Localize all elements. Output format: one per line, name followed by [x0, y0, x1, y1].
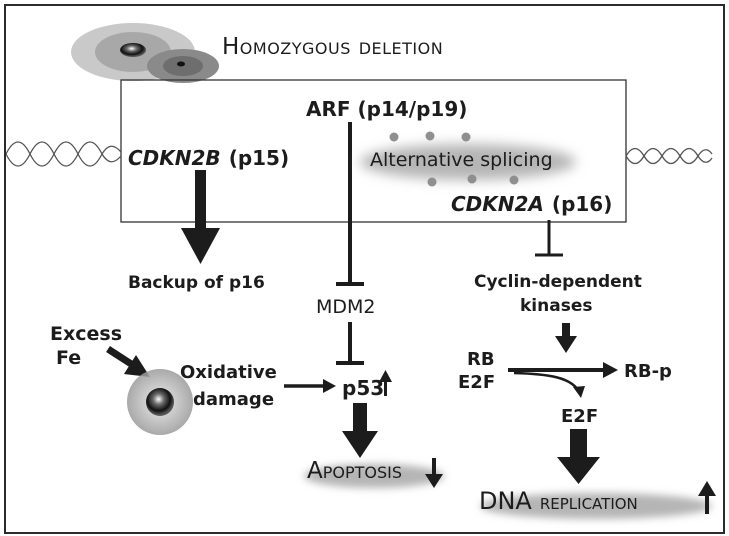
rbp-label: RB-p: [624, 361, 672, 382]
excess-label: Excess: [50, 323, 122, 345]
deletion-title: Homozygous deletion: [222, 34, 443, 60]
p53-up-arrow: [379, 370, 392, 396]
cdk-label-line1: Cyclin-dependent: [474, 272, 642, 292]
figure-frame: Homozygous deletion ARF (p14/p19) CDKN2B…: [4, 4, 725, 534]
replication-word: replication: [540, 490, 638, 515]
dna-word: DNA: [479, 487, 532, 515]
rb-label: RB: [467, 349, 495, 370]
cdkn2b-protein: (p15): [229, 146, 289, 170]
apoptosis-label: Apoptosis: [307, 458, 402, 484]
replication-shadow: [480, 493, 712, 519]
alt-splicing-label: Alternative splicing: [370, 149, 553, 171]
splicing-shadow: [360, 144, 576, 180]
damage-to-p53-arrow: [284, 379, 336, 393]
arf-label: ARF (p14/p19): [306, 97, 467, 121]
cdkn2a-inhibits-cdk: [535, 220, 563, 257]
dna-helix-left: [6, 141, 122, 167]
apoptosis-shadow: [304, 464, 444, 488]
splicing-dots: [389, 131, 519, 187]
mdm2-label: MDM2: [316, 296, 376, 318]
mdm2-inhibits-p53: [336, 322, 364, 365]
cdkn2b-gene: CDKN2B: [128, 146, 221, 170]
oxidative-label: Oxidative: [180, 362, 277, 383]
backup-label: Backup of p16: [128, 273, 265, 293]
cdkn2a-label: CDKN2A (p16): [451, 192, 612, 216]
e2f-left-label: E2F: [458, 372, 495, 393]
fe-label: Fe: [56, 347, 81, 369]
apoptosis-initial: A: [307, 458, 323, 484]
gene-locus-box: [120, 79, 627, 223]
cdkn2b-label: CDKN2B (p15): [128, 146, 289, 170]
cell-cluster-top: [71, 23, 219, 83]
e2f-to-replication-arrow: [557, 429, 600, 484]
cdk-arrow: [555, 323, 577, 353]
dna-replication-label: DNA replication: [479, 487, 638, 515]
arf-inhibits-mdm2: [336, 122, 364, 286]
dna-helix-right: [625, 147, 713, 165]
e2f-lower-label: E2F: [561, 406, 598, 427]
apoptosis-rest: poptosis: [323, 458, 402, 484]
cdkn2a-gene: CDKN2A: [451, 192, 544, 216]
cdk-label-line2: kinases: [520, 296, 592, 316]
damage-label: damage: [193, 389, 274, 410]
cdkn2b-arrow: [181, 170, 220, 264]
cdkn2a-protein: (p16): [552, 192, 612, 216]
rb-to-rbp-arrow: [508, 362, 618, 378]
e2f-release-arrow: [513, 371, 585, 398]
iron-loaded-cell: [127, 369, 193, 435]
p53-to-apoptosis-arrow: [342, 403, 378, 458]
apoptosis-down-arrow: [425, 458, 443, 488]
pathway-diagram: Homozygous deletion ARF (p14/p19) CDKN2B…: [6, 23, 716, 519]
replication-up-arrow: [698, 481, 716, 514]
p53-label: p53: [342, 376, 384, 400]
fe-arrow: [106, 346, 150, 377]
